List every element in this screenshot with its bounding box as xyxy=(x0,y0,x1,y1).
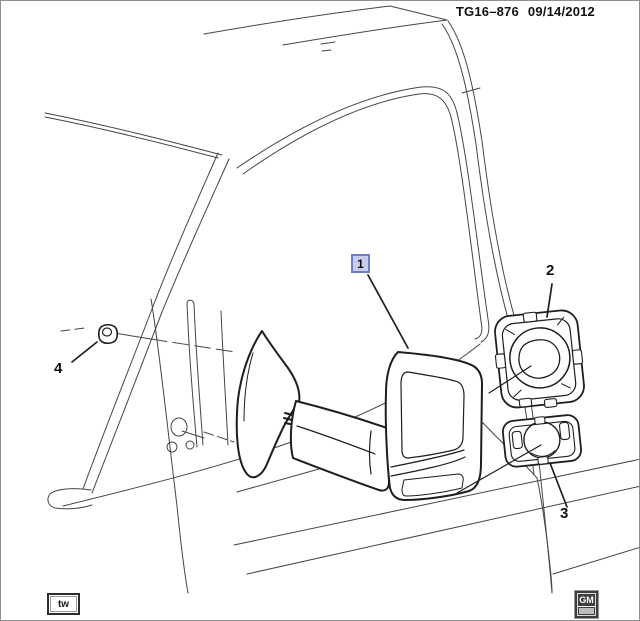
door-mounting-hole-small-1 xyxy=(166,441,178,453)
mirror-arm-crease xyxy=(296,425,376,475)
leader-line-1 xyxy=(367,274,409,349)
vent-channel-right xyxy=(193,303,204,446)
glass-3-tab-bottom xyxy=(537,456,549,465)
gm-logo-frame: GM xyxy=(577,593,596,616)
drawing-header: TG16–876 09/14/2012 xyxy=(456,4,595,19)
part-2-mirror-glass-upper[interactable] xyxy=(488,308,587,412)
mirror-housing[interactable] xyxy=(384,351,483,501)
part-3-mirror-glass-lower[interactable] xyxy=(456,413,583,494)
drawing-number: TG16–876 xyxy=(455,4,519,19)
callout-4[interactable]: 4 xyxy=(54,360,63,377)
door-front-edge xyxy=(150,298,189,594)
glass-2-motor-ring xyxy=(509,327,571,389)
alignment-dash-lower xyxy=(203,431,235,443)
cowl-line-echo xyxy=(44,116,219,159)
cowl-line xyxy=(44,112,223,156)
roof-detail-marks xyxy=(320,41,336,52)
window-frame-outer xyxy=(447,20,553,594)
part-4-mounting-nut[interactable] xyxy=(97,323,119,345)
door-crease-b xyxy=(246,485,639,575)
door-rear-edge xyxy=(536,477,553,593)
glass-2-tab-bottom-1 xyxy=(518,397,533,408)
gm-logo-text: GM xyxy=(578,595,595,607)
vent-channel-left xyxy=(186,302,198,448)
door-crease-a xyxy=(233,458,639,546)
glass-2-tab-top xyxy=(522,311,538,323)
leader-line-2 xyxy=(546,283,553,318)
stud-line-dashed xyxy=(150,338,236,353)
glass-2-pointer-line xyxy=(488,365,532,394)
artist-initials-box: tw xyxy=(47,593,80,615)
leader-line-4 xyxy=(71,341,98,363)
glass-3-slot-right xyxy=(558,421,571,441)
vent-channel-cap xyxy=(186,299,195,305)
a-pillar-inner xyxy=(91,158,230,494)
callout-3[interactable]: 3 xyxy=(560,505,569,522)
part-1-mirror-assembly[interactable] xyxy=(235,330,483,501)
callout-leader-lines xyxy=(71,274,568,508)
door-mounting-hole-small-2 xyxy=(185,440,195,450)
callout-2[interactable]: 2 xyxy=(546,262,555,279)
glass-2-tab-bottom-2 xyxy=(543,398,558,408)
a-pillar-outer xyxy=(82,152,219,490)
gm-logo-strip xyxy=(579,608,594,614)
glass-2-corner-clips xyxy=(505,316,571,398)
gm-logo: GM xyxy=(574,590,599,619)
frame-joint-line xyxy=(461,87,481,94)
artist-initials: tw xyxy=(57,598,70,610)
bracket-inner-line xyxy=(243,352,254,422)
alignment-dash-left xyxy=(60,327,86,332)
leader-line-3 xyxy=(549,462,568,508)
alignment-line-lower xyxy=(181,430,205,439)
mirror-face-outline xyxy=(400,371,465,459)
glass-3-clip-arc xyxy=(530,450,556,457)
nut-bore xyxy=(101,327,113,337)
window-opening-outline xyxy=(236,86,490,343)
vent-channel-guide xyxy=(220,310,229,446)
window-opening-seal xyxy=(242,93,483,340)
glass-2-tab-left xyxy=(494,353,507,369)
glass-2-tab-right xyxy=(571,349,584,365)
door-mounting-hole-large xyxy=(170,417,188,437)
callout-1[interactable]: 1 xyxy=(351,254,370,273)
housing-divider-lines xyxy=(390,449,466,477)
roof-corner-line xyxy=(389,5,448,21)
mirror-sail-bracket[interactable] xyxy=(235,330,301,479)
roof-top-line xyxy=(203,5,391,35)
belt-line-corner-flag xyxy=(47,488,93,510)
vehicle-body-outline xyxy=(44,5,639,594)
glass-3-slot-left xyxy=(511,430,523,450)
door-crease-c xyxy=(552,547,639,575)
glass-2-motor-plate xyxy=(518,339,561,379)
glass-3-tab-top xyxy=(534,416,546,425)
drawing-date: 09/14/2012 xyxy=(527,4,595,19)
glass-2-outer[interactable] xyxy=(493,309,585,409)
housing-lower-compartment xyxy=(401,473,464,497)
mirror-arm[interactable] xyxy=(289,400,390,492)
glass-3-pointer-line xyxy=(456,444,542,494)
stud-line-solid xyxy=(113,332,152,340)
roof-front-line xyxy=(282,19,448,46)
